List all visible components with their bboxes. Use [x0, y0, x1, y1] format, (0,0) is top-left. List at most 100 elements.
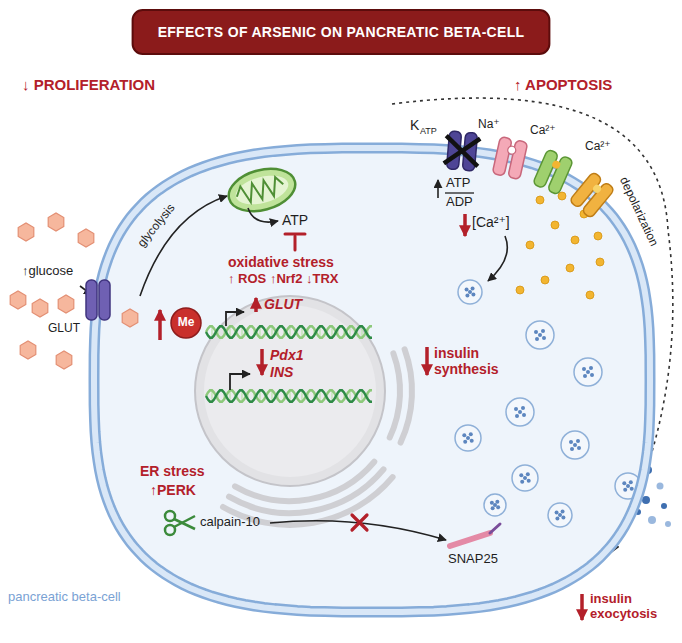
insulin-granule: [577, 446, 581, 450]
pathway-arrows: [140, 196, 227, 296]
calcium-ion: [596, 258, 604, 266]
text-label: ↑ APOPTOSIS: [514, 76, 612, 93]
cell-name: pancreatic beta-cell: [8, 590, 121, 605]
text-label: insulin exocytosis: [590, 592, 674, 622]
calcium-ion: [536, 196, 544, 204]
insulin-granule: [470, 439, 474, 443]
insulin-granule: [462, 433, 466, 437]
glucose-molecule: [78, 229, 94, 247]
text-label: INS: [270, 364, 293, 380]
text-label: GLUT: [264, 296, 302, 312]
insulin-granule: [518, 410, 522, 414]
insulin-granule: [558, 513, 562, 517]
glucose-molecule: [58, 295, 74, 313]
insulin-granule: [512, 465, 538, 491]
insulin-granule: [465, 287, 469, 291]
insulin-granule: [570, 447, 574, 451]
mitochondrion: [224, 162, 300, 218]
insulin-granule: [541, 329, 545, 333]
sodium-channel: [508, 140, 528, 180]
insulin-granule: [514, 407, 518, 411]
insulin-granule: [493, 503, 497, 507]
insulin-granule: [522, 413, 526, 417]
insulin-granule: [455, 425, 481, 451]
katp-channel: [443, 131, 480, 172]
calcium-ion: [526, 241, 534, 249]
glucose-molecule: [48, 213, 64, 231]
glucose-molecule: [10, 291, 26, 309]
insulin-granule: [629, 480, 633, 484]
insulin-granule: [469, 432, 473, 436]
insulin-granule: [471, 287, 475, 291]
katp-channel: [444, 136, 480, 167]
methyl-group: Me: [170, 307, 202, 339]
red-arrows: [254, 298, 258, 312]
calcium-channel: [569, 171, 615, 218]
insulin-granule: [590, 373, 594, 377]
glucose-molecule: [56, 351, 72, 369]
insulin-granule: [471, 293, 475, 297]
text-label: ER stress: [140, 463, 205, 479]
red-arrows: [260, 349, 264, 375]
insulin-granule: [463, 440, 467, 444]
blocked-mark: [352, 515, 367, 530]
calcium-channel: [581, 182, 614, 219]
text-label: ↑ ROS ↑Nrf2 ↓TRX: [228, 272, 339, 287]
calcium-ion: [571, 236, 579, 244]
pathway-arrows: [488, 236, 507, 281]
red-arrows: [158, 310, 162, 340]
inhibition-mark: [285, 234, 305, 250]
cytoplasm: [94, 148, 650, 612]
insulin-granule: [484, 494, 506, 516]
calcium-ion: [586, 291, 594, 299]
insulin-granule: [535, 337, 539, 341]
text-label: oxidative stress: [228, 254, 334, 270]
glut-transporter: [99, 280, 110, 320]
text-label: Na⁺: [478, 118, 500, 132]
node-text: Me: [178, 316, 195, 330]
insulin-granule: [555, 516, 559, 520]
insulin-granule: [586, 370, 590, 374]
text-label: GLUT: [48, 322, 80, 336]
glucose-molecule: [18, 223, 34, 241]
dna-helix: [206, 390, 372, 401]
insulin-granule: [623, 488, 627, 492]
pathway-arrows: [437, 180, 439, 198]
text-label: calpain-10: [200, 515, 260, 530]
calcium-ion: [551, 221, 559, 229]
calpain-scissors: [165, 511, 175, 521]
insulin-granule: [521, 406, 525, 410]
promoter-arrows: [230, 374, 250, 390]
text-label: ADP: [446, 195, 473, 210]
blocked-mark: [352, 515, 367, 530]
text-label: Pdx1: [270, 347, 303, 363]
snap25-protein: [450, 524, 500, 546]
beta-cell-outline: [94, 148, 650, 612]
calcium-ion: [541, 276, 549, 284]
endoplasmic-reticulum: [390, 353, 400, 437]
secreted-insulin: [648, 516, 656, 524]
insulin-granule: [465, 293, 469, 297]
nucleus: [204, 305, 376, 477]
mitochondrion: [224, 162, 300, 218]
sodium-channel: [507, 145, 517, 155]
beta-cell: pancreatic beta-cellMe: [94, 148, 650, 612]
insulin-granule: [561, 431, 589, 459]
insulin-granule: [561, 516, 565, 520]
beta-cell-outline: [94, 148, 650, 612]
insulin-granule: [542, 336, 546, 340]
insulin-granule: [526, 321, 554, 349]
nucleus: [195, 296, 385, 486]
calcium-channel: [533, 149, 574, 195]
dna-helix: [206, 326, 372, 337]
calpain-scissors: [174, 516, 195, 527]
promoter-arrows: [226, 312, 244, 326]
secreted-insulin: [657, 483, 664, 490]
red-arrows: [463, 214, 467, 236]
glucose-molecule: [32, 299, 48, 317]
sodium-channel: [492, 136, 528, 179]
insulin-granule: [569, 440, 573, 444]
insulin-granule: [520, 480, 524, 484]
inhibition-mark: [294, 236, 297, 250]
katp-channel: [444, 136, 480, 167]
